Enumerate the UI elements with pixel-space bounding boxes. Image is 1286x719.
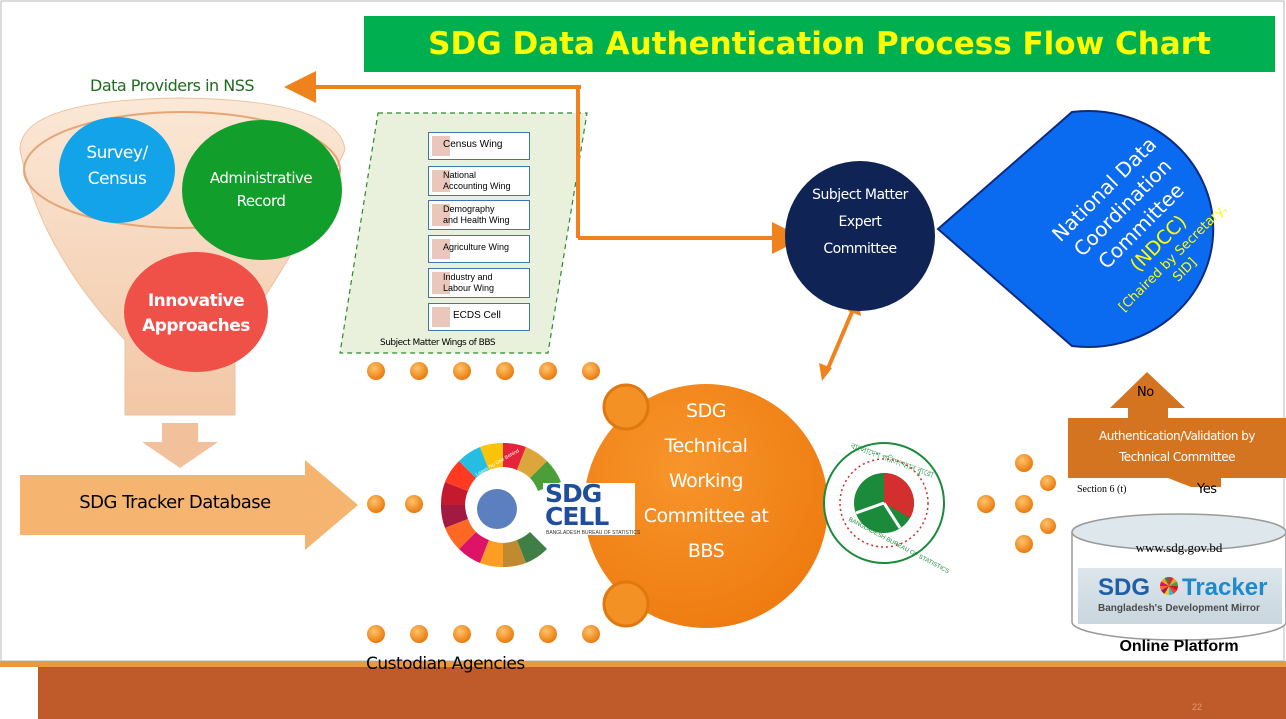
administrative-record-circle (182, 120, 342, 260)
wing-swatch (432, 307, 450, 327)
footer-stripe (0, 661, 1286, 667)
wing-item: Census Wing (428, 132, 530, 160)
footer-left-gap (0, 667, 38, 719)
bbs-logo (823, 442, 945, 564)
sme-committee-label: Subject Matter Expert Committee (812, 187, 908, 257)
authentication-label: Authentication/Validation by Technical C… (1099, 429, 1255, 464)
connector-twc-sme (824, 304, 857, 374)
section-reference: Section 6 (t) (1077, 484, 1127, 495)
wing-item: ECDS Cell (428, 303, 530, 331)
twc-circle (584, 384, 828, 628)
wing-label: ECDS Cell (453, 310, 501, 321)
custodian-agencies-label: Custodian Agencies (366, 654, 525, 674)
wing-label: National Accounting Wing (443, 170, 511, 191)
data-providers-label: Data Providers in NSS (90, 76, 255, 95)
wing-swatch (432, 136, 450, 156)
sdg-tracker-logo-sdg: SDG (1098, 574, 1151, 601)
sdg-tracker-logo: SDG Tracker Bangladesh's Development Mir… (1078, 568, 1282, 624)
sdg-wheel-icon (1160, 577, 1178, 595)
decision-no: No (1137, 385, 1154, 400)
wing-swatch (432, 170, 450, 192)
sdg-cell-logo-tag: BANGLADESH BUREAU OF STATISTICS (546, 530, 641, 536)
dots-right-cluster (977, 454, 1056, 553)
twc-knob-top (602, 383, 650, 431)
wing-item: Demography and Health Wing (428, 200, 530, 230)
online-url: www.sdg.gov.bd (1135, 540, 1223, 555)
dots-bottom-row (367, 625, 600, 643)
page-number: 22 (1192, 702, 1203, 712)
bbs-wings-caption: Subject Matter Wings of BBS (380, 338, 496, 348)
wing-swatch (432, 239, 450, 259)
sdg-tracker-database-arrow (20, 460, 358, 550)
online-platform-caption: Online Platform (1119, 638, 1239, 655)
wing-swatch (432, 272, 450, 294)
wing-label: Industry and Labour Wing (443, 272, 495, 293)
wing-label: Census Wing (443, 139, 503, 150)
wing-item: Industry and Labour Wing (428, 268, 530, 298)
wing-item: National Accounting Wing (428, 166, 530, 196)
innovative-approaches-circle (124, 252, 268, 372)
funnel-rim (23, 111, 341, 229)
survey-census-circle (59, 117, 175, 223)
arrowhead-down (819, 363, 832, 381)
twc-knob-bottom (602, 580, 650, 628)
dots-top-row (367, 362, 600, 380)
decision-yes: Yes (1197, 482, 1217, 497)
survey-census-label: Survey/ Census (86, 143, 148, 189)
twc-label: SDG Technical Working Committee at BBS (643, 400, 769, 562)
sme-committee-circle (785, 161, 935, 311)
sdg-cell-logo-sub: CELL (545, 502, 609, 531)
ndcc-teardrop (936, 110, 1215, 348)
authentication-decision-shape (1068, 372, 1286, 487)
sdg-cell-logo-main: SDG (545, 479, 602, 508)
sdg-tracker-tagline: Bangladesh's Development Mirror (1098, 603, 1260, 614)
title-banner: SDG Data Authentication Process Flow Cha… (364, 16, 1275, 72)
wing-label: Agriculture Wing (443, 242, 510, 252)
wing-swatch (432, 204, 450, 226)
dots-middle-row (367, 495, 423, 513)
wing-label: Demography and Health Wing (443, 204, 510, 225)
sdg-tracker-logo-tracker: Tracker (1182, 574, 1268, 601)
sdg-cell-logo (440, 442, 635, 568)
innovative-approaches-label: Innovative Approaches (142, 291, 250, 336)
footer-band (0, 667, 1286, 719)
wing-item: Agriculture Wing (428, 235, 530, 263)
administrative-record-label: Administrative Record (209, 169, 313, 210)
page-title: SDG Data Authentication Process Flow Cha… (428, 26, 1211, 62)
sdg-tracker-database-label: SDG Tracker Database (79, 492, 271, 513)
down-arrow (142, 423, 218, 468)
